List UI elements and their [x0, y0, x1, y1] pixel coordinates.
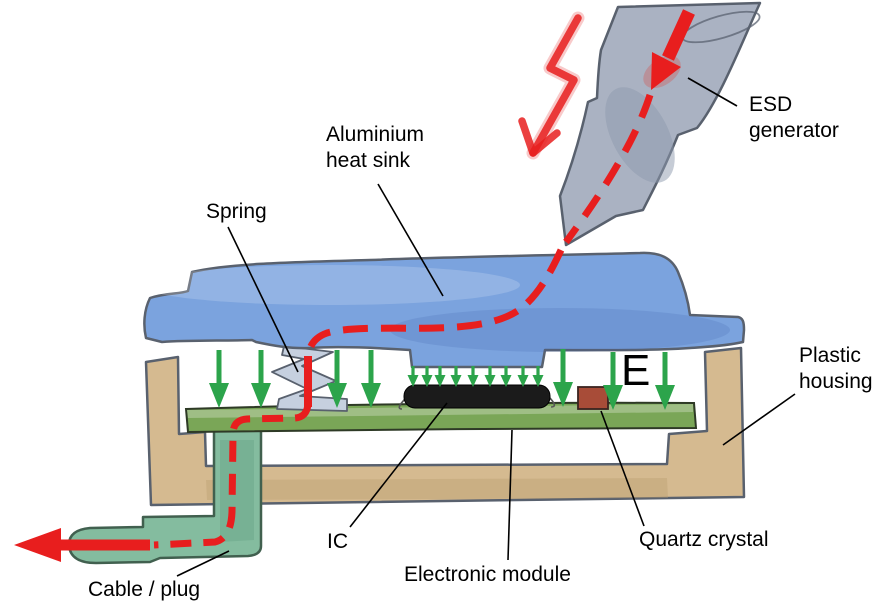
- esd-generator-label: ESD generator: [749, 92, 839, 144]
- e-field-arrow-small: [432, 364, 448, 389]
- lightning-bolt-icon: [518, 11, 585, 160]
- e-field-arrow-small: [465, 364, 481, 389]
- heat-sink-highlight: [140, 265, 520, 305]
- bolt-arrowhead: [518, 117, 561, 157]
- leader-plastic-housing: [722, 393, 796, 446]
- e-field-label: E: [621, 346, 651, 395]
- leader-lines: [176, 77, 796, 577]
- plastic-housing-label-line2: housing: [799, 370, 873, 393]
- discharge-dashes-board-plug: [153, 403, 312, 549]
- leader-quartz-crystal: [600, 410, 645, 527]
- leader-electronic-module: [507, 429, 513, 561]
- cable-plug-shape: [67, 427, 263, 565]
- esd-generator-body: [558, 1, 762, 247]
- e-field-arrow: [209, 350, 229, 408]
- ic-label: IC: [327, 530, 348, 553]
- plug-texture: [220, 440, 254, 542]
- esd-gun-patch: [605, 87, 675, 183]
- heat-sink-shade: [390, 308, 730, 352]
- esd-generator-label-line2: generator: [749, 119, 839, 142]
- e-field-arrow-small: [482, 364, 498, 389]
- e-field-arrow-small: [405, 364, 421, 389]
- heat-sink-label-line1: Aluminium: [326, 123, 425, 146]
- plastic-housing-shape: [144, 346, 746, 507]
- e-field-arrow-small: [419, 364, 435, 389]
- quartz-crystal-shape: [577, 386, 609, 410]
- heat-sink-shape: [143, 251, 746, 369]
- e-field-arrow-small: [515, 364, 531, 389]
- e-field-arrow: [361, 350, 381, 408]
- discharge-dashes-heatsink: [304, 248, 565, 359]
- exit-arrow-head: [14, 528, 61, 562]
- esd-generator-label-line1: ESD: [749, 93, 793, 116]
- e-field-arrow-small: [530, 364, 546, 389]
- leader-spring: [227, 226, 299, 373]
- e-field-arrow: [251, 350, 271, 408]
- leader-cable-plug: [176, 550, 230, 577]
- discharge-dashes-probe: [563, 93, 654, 245]
- probe-arrow-shaft: [662, 9, 695, 61]
- plastic-housing-label-line1: Plastic: [799, 344, 861, 367]
- leader-ic: [349, 402, 448, 528]
- leader-heat-sink: [377, 183, 444, 297]
- probe-arrow-head: [651, 52, 681, 90]
- plastic-housing-label: Plastic housing: [799, 343, 873, 395]
- electronic-module-label: Electronic module: [404, 563, 571, 586]
- bolt-stroke: [529, 14, 582, 157]
- heat-sink-label: Aluminium heat sink: [326, 122, 424, 174]
- quartz-crystal-label: Quartz crystal: [639, 528, 769, 551]
- e-field-arrow: [655, 352, 675, 410]
- discharge-path: [14, 9, 695, 562]
- leader-esd-generator: [687, 77, 738, 107]
- e-field-arrow: [553, 349, 573, 407]
- ic-shape: [403, 384, 551, 409]
- cable-plug-label: Cable / plug: [88, 578, 201, 601]
- housing-shading: [206, 478, 668, 500]
- heat-sink-label-line2: heat sink: [326, 149, 411, 172]
- spring-label: Spring: [206, 200, 267, 223]
- e-field-arrow-small: [498, 364, 514, 389]
- e-field-arrow-small: [448, 364, 464, 389]
